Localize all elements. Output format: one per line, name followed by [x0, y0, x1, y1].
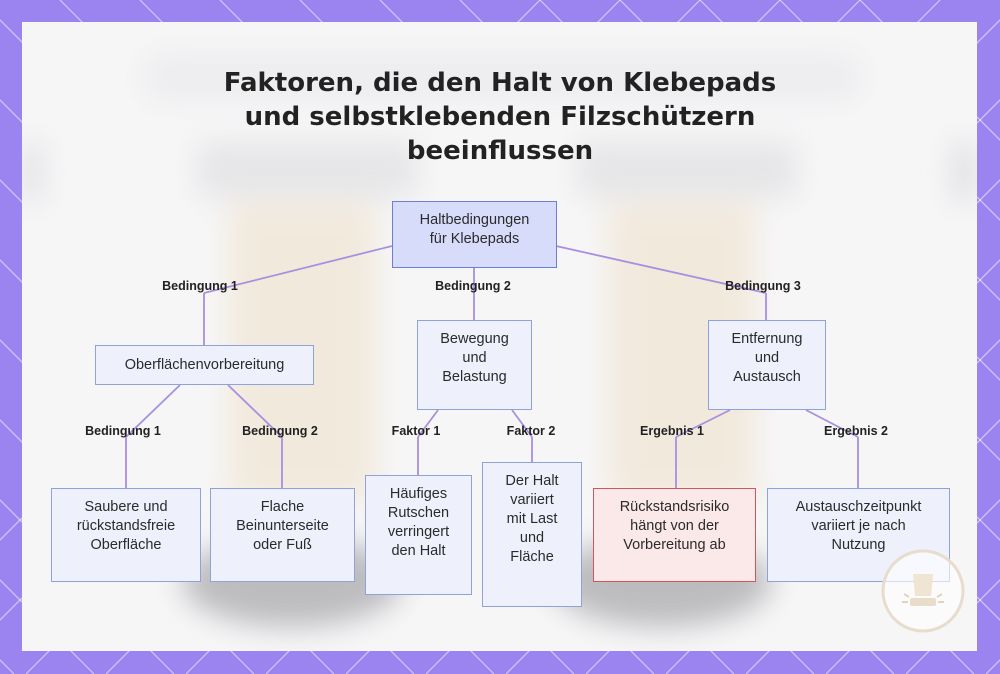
leaf-saubere-oberflaeche: Saubere und rückstandsfreie Oberfläche [51, 488, 201, 582]
lamp-logo-icon [881, 549, 965, 633]
node-entfernung-line-2: und [754, 350, 780, 366]
title-line-3: beeinflussen [406, 136, 594, 166]
root-node-line-1: Haltbedingungen [419, 212, 530, 228]
leaf-austauschzeitpunkt: Austauschzeitpunkt variiert je nach Nutz… [767, 488, 950, 582]
edge-label-oberflaeche-bedingung-1: Bedingung 1 [85, 424, 161, 438]
leaf-flache-beinunterseite: Flache Beinunterseite oder Fuß [210, 488, 355, 582]
root-node-line-2: für Klebepads [429, 231, 520, 247]
node-bewegung-line-1: Bewegung [440, 331, 509, 347]
leaf-rutschen-line-4: den Halt [391, 543, 446, 559]
leaf-halt-variiert: Der Halt variiert mit Last und Fläche [482, 462, 582, 607]
title-line-2: und selbstklebenden Filzschützern [244, 102, 756, 132]
node-entfernung-line-1: Entfernung [731, 331, 803, 347]
leaf-flache-line-1: Flache [260, 499, 305, 515]
connector-oberflaeche-child1 [125, 384, 181, 438]
leaf-haeufiges-rutschen: Häufiges Rutschen verringert den Halt [365, 475, 472, 595]
connector-entfernung-child2 [805, 409, 859, 438]
leaf-variiert-line-3: mit Last [506, 511, 558, 527]
node-oberflaechenvorbereitung-line-1: Oberflächenvorbereitung [124, 356, 285, 373]
connector-root-branch3 [555, 245, 767, 294]
leaf-saubere-line-3: Oberfläche [90, 537, 162, 553]
leaf-rutschen-line-2: Rutschen [387, 505, 450, 521]
connector-bewegung-child2 [511, 409, 533, 438]
leaf-variiert-line-5: Fläche [510, 549, 554, 565]
edge-label-faktor-1: Faktor 1 [391, 424, 441, 438]
edge-label-faktor-2: Faktor 2 [506, 424, 556, 438]
connector-entfernung-child1 [675, 409, 731, 438]
node-bewegung-line-2: und [462, 350, 487, 366]
leaf-risiko-line-3: Vorbereitung ab [623, 537, 726, 553]
connector-bewegung-child1 [417, 409, 439, 438]
root-node: Haltbedingungen für Klebepads [392, 201, 557, 268]
leaf-risiko-line-2: hängt von der [630, 518, 719, 534]
leaf-austausch-line-2: variiert je nach [811, 518, 906, 534]
edge-label-oberflaeche-bedingung-2: Bedingung 2 [242, 424, 318, 438]
leaf-rutschen-line-1: Häufiges [389, 486, 448, 502]
node-entfernung-line-3: Austausch [733, 369, 801, 385]
leaf-saubere-line-2: rückstandsfreie [76, 518, 176, 534]
leaf-rueckstandsrisiko: Rückstandsrisiko hängt von der Vorbereit… [593, 488, 756, 582]
connector-root-branch1 [203, 245, 393, 294]
edge-label-ergebnis-1: Ergebnis 1 [640, 424, 704, 438]
node-entfernung-und-austausch: Entfernung und Austausch [708, 320, 826, 410]
leaf-variiert-line-2: variiert [510, 492, 554, 508]
edge-label-bedingung-1: Bedingung 1 [162, 279, 238, 293]
leaf-flache-line-3: oder Fuß [253, 537, 312, 553]
leaf-austausch-line-1: Austauschzeitpunkt [795, 499, 922, 515]
leaf-variiert-line-1: Der Halt [505, 473, 559, 489]
leaf-austausch-line-3: Nutzung [831, 537, 886, 553]
diagram-title: Faktoren, die den Halt von Klebepads und… [0, 66, 1000, 168]
leaf-risiko-line-1: Rückstandsrisiko [619, 499, 730, 515]
node-oberflaechenvorbereitung: Oberflächenvorbereitung [95, 345, 314, 385]
leaf-saubere-line-1: Saubere und [84, 499, 168, 515]
edge-label-bedingung-3: Bedingung 3 [725, 279, 801, 293]
connector-oberflaeche-child2 [227, 384, 283, 438]
title-line-1: Faktoren, die den Halt von Klebepads [223, 68, 777, 98]
edge-label-bedingung-2: Bedingung 2 [435, 279, 511, 293]
leaf-flache-line-2: Beinunterseite [236, 518, 329, 534]
edge-label-ergebnis-2: Ergebnis 2 [824, 424, 888, 438]
leaf-rutschen-line-3: verringert [387, 524, 450, 540]
leaf-variiert-line-4: und [519, 530, 545, 546]
node-bewegung-und-belastung: Bewegung und Belastung [417, 320, 532, 410]
node-bewegung-line-3: Belastung [442, 369, 507, 385]
